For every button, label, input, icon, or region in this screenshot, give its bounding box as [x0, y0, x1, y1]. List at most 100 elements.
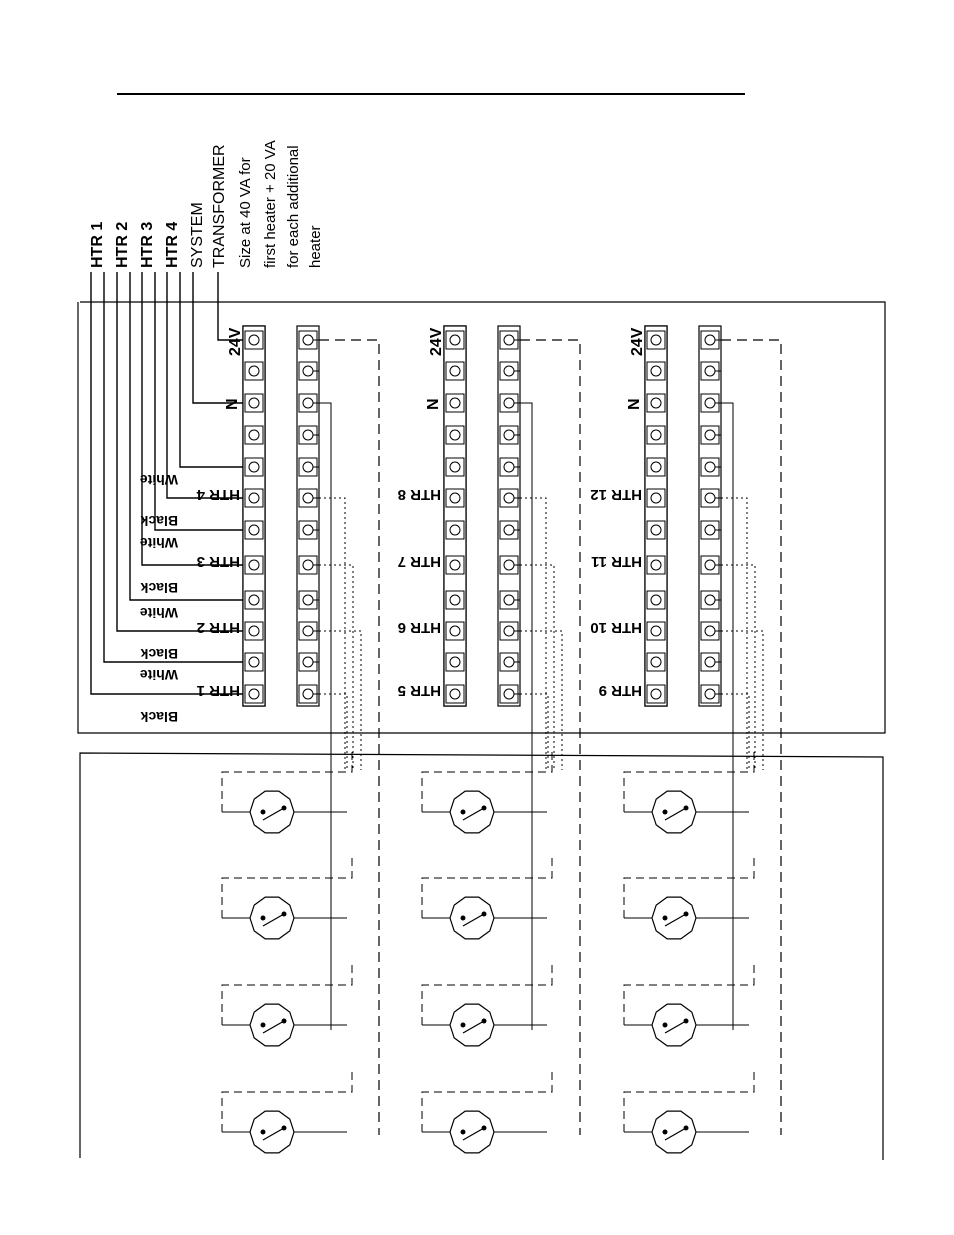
supply-wire-dashed — [721, 340, 781, 1135]
terminal-screw — [651, 595, 661, 605]
heater-terminal-label: HTR 2 — [197, 619, 240, 636]
switch-contact — [261, 916, 266, 921]
header-labels: HTR 1 HTR 2 HTR 3 HTR 4 SYSTEM TRANSFORM… — [89, 140, 324, 268]
terminal-screw — [504, 493, 514, 503]
heater-tap-wire — [520, 694, 548, 770]
heater-tap-wire — [721, 631, 763, 770]
transformer-size-line4: heater — [307, 225, 324, 268]
terminal-screw — [504, 525, 514, 535]
heater-tap-wire — [319, 498, 345, 770]
terminal-24v-label: 24V — [428, 327, 445, 356]
thermostat-housing — [250, 1111, 294, 1153]
terminal-screw — [249, 366, 259, 376]
thermostat-housing — [450, 1111, 494, 1153]
terminal-screw — [303, 462, 313, 472]
heater-tap-wire — [721, 694, 749, 770]
terminal-boards — [243, 326, 781, 1135]
terminal-screw — [450, 366, 460, 376]
terminal-n-label: N — [425, 398, 442, 410]
terminal-screw — [303, 689, 313, 699]
thermostat-10 — [624, 858, 754, 939]
terminal-screw — [450, 493, 460, 503]
thermostat-housing — [652, 1004, 696, 1046]
terminal-screw — [504, 462, 514, 472]
terminal-strip — [498, 326, 520, 706]
terminal-screw — [450, 626, 460, 636]
terminal-screw — [705, 462, 715, 472]
terminal-screw — [303, 398, 313, 408]
wire-color-label-white: White — [140, 605, 178, 621]
htr3-label: HTR 3 — [139, 222, 156, 268]
terminal-screw — [450, 689, 460, 699]
terminal-screw — [450, 657, 460, 667]
thermostat-11 — [624, 965, 754, 1046]
terminal-screw — [504, 626, 514, 636]
terminal-screw — [249, 560, 259, 570]
terminal-screw — [303, 595, 313, 605]
terminal-screw — [504, 366, 514, 376]
terminal-screw — [705, 398, 715, 408]
terminal-24v-label: 24V — [227, 327, 244, 356]
heater-terminal-label: HTR 3 — [197, 553, 240, 570]
terminal-screw — [303, 560, 313, 570]
switch-contact — [461, 916, 466, 921]
thermostat-housing — [250, 1004, 294, 1046]
heater-tap-wire — [721, 565, 755, 770]
transformer-size-line1: Size at 40 VA for — [237, 157, 254, 268]
switch-contact — [663, 1130, 668, 1135]
heater-terminal-label: HTR 1 — [197, 682, 240, 699]
terminal-strip — [699, 326, 721, 706]
terminal-screw — [249, 493, 259, 503]
terminal-24v-label: 24V — [629, 327, 646, 356]
terminal-screw — [504, 335, 514, 345]
neutral-wire — [520, 403, 532, 1030]
terminal-strip — [243, 326, 265, 706]
switch-contact — [461, 1023, 466, 1028]
heater-tap-wire — [520, 498, 546, 770]
neutral-wire — [319, 403, 331, 1030]
terminal-screw — [249, 626, 259, 636]
transformer-size-line3: for each additional — [285, 145, 302, 268]
htr2-label: HTR 2 — [114, 222, 131, 268]
switch-contact — [461, 810, 466, 815]
terminal-screw — [303, 493, 313, 503]
htr1-label: HTR 1 — [89, 222, 106, 268]
heater-tap-wire — [721, 498, 747, 770]
switch-contact — [663, 810, 668, 815]
heater-terminal-label: HTR 7 — [398, 553, 441, 570]
transformer-size-line2: first heater + 20 VA — [262, 140, 279, 268]
terminal-strip — [297, 326, 319, 706]
terminal-screw — [450, 560, 460, 570]
thermostat-1 — [222, 752, 352, 833]
terminal-screw — [504, 398, 514, 408]
terminal-screw — [303, 626, 313, 636]
wire-color-label-black: Black — [140, 513, 178, 529]
terminal-strip — [444, 326, 466, 706]
heater-tap-wire — [319, 565, 353, 770]
terminal-screw — [504, 657, 514, 667]
supply-wire-dashed — [520, 340, 580, 1135]
terminal-screw — [450, 462, 460, 472]
terminal-screw — [705, 689, 715, 699]
terminal-screw — [705, 525, 715, 535]
terminal-screw — [504, 430, 514, 440]
terminal-screw — [450, 595, 460, 605]
terminal-screw — [450, 335, 460, 345]
wire-color-label-black: Black — [140, 709, 178, 725]
terminal-screw — [504, 595, 514, 605]
terminal-screw — [450, 525, 460, 535]
terminal-screw — [705, 335, 715, 345]
heater-terminal-label: HTR 10 — [590, 619, 642, 636]
terminal-screw — [303, 335, 313, 345]
terminal-screw — [249, 462, 259, 472]
thermostat-housing — [652, 1111, 696, 1153]
switch-contact — [261, 1023, 266, 1028]
transformer-label: TRANSFORMER — [211, 144, 228, 268]
wire-color-label-black: Black — [140, 580, 178, 596]
terminal-screw — [705, 493, 715, 503]
terminal-screw — [705, 430, 715, 440]
htr4-label: HTR 4 — [164, 222, 181, 268]
thermostat-housing — [450, 897, 494, 939]
